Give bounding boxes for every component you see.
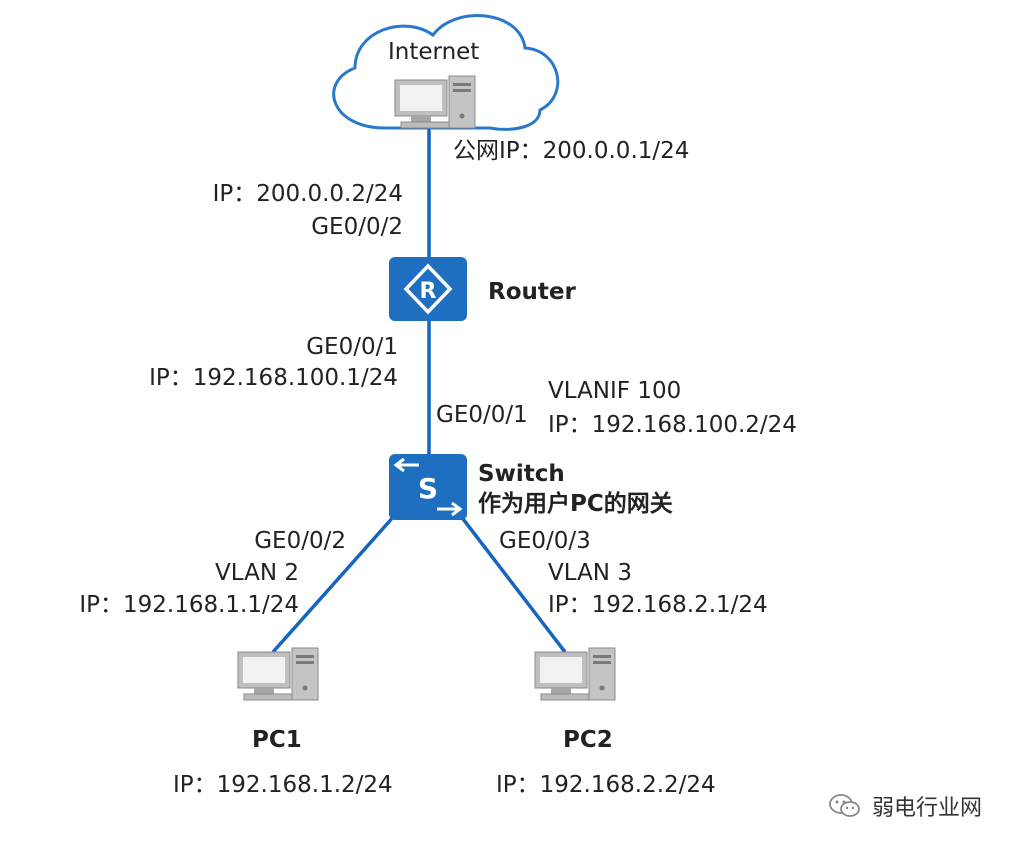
svg-text:S: S xyxy=(418,472,438,505)
internet-label: Internet xyxy=(388,39,480,65)
switch-right-port: GE0/0/3 xyxy=(499,528,591,554)
switch-right-ip: IP：192.168.2.1/24 xyxy=(548,592,768,618)
link-switch-pc2 xyxy=(458,513,567,654)
pc1-name: PC1 xyxy=(252,727,302,753)
switch-right-vlan: VLAN 3 xyxy=(548,560,632,586)
pc2-icon xyxy=(534,647,616,701)
watermark-text: 弱电行业网 xyxy=(871,796,982,821)
switch-vlanif: VLANIF 100 xyxy=(548,378,682,404)
pc1-ip: IP：192.168.1.2/24 xyxy=(173,772,393,798)
internet-public-ip: 公网IP：200.0.0.1/24 xyxy=(453,138,690,164)
switch-left-port: GE0/0/2 xyxy=(254,528,346,554)
pc1-icon xyxy=(237,647,319,701)
svg-text:R: R xyxy=(420,279,437,304)
pc2-name: PC2 xyxy=(563,727,613,753)
router-down-port-ip: IP：192.168.100.1/24 xyxy=(149,365,398,391)
watermark: 弱电行业网 xyxy=(828,790,982,822)
router-down-port: GE0/0/1 xyxy=(306,334,398,360)
router-name: Router xyxy=(488,279,576,305)
switch-icon: S xyxy=(389,454,467,520)
link-switch-pc1 xyxy=(271,513,397,654)
pc2-ip: IP：192.168.2.2/24 xyxy=(496,772,716,798)
wechat-icon xyxy=(829,794,860,817)
switch-name: Switch xyxy=(478,461,565,487)
router-icon: R xyxy=(389,257,467,321)
router-up-port-ip: IP：200.0.0.2/24 xyxy=(212,181,403,207)
switch-up-port: GE0/0/1 xyxy=(436,402,528,428)
switch-role: 作为用户PC的网关 xyxy=(478,491,673,517)
switch-left-vlan: VLAN 2 xyxy=(215,560,299,586)
switch-vlanif-ip: IP：192.168.100.2/24 xyxy=(548,412,797,438)
router-up-port: GE0/0/2 xyxy=(311,214,403,240)
switch-left-ip: IP：192.168.1.1/24 xyxy=(79,592,299,618)
internet-pc-icon xyxy=(394,75,476,129)
internet-cloud xyxy=(332,14,560,131)
